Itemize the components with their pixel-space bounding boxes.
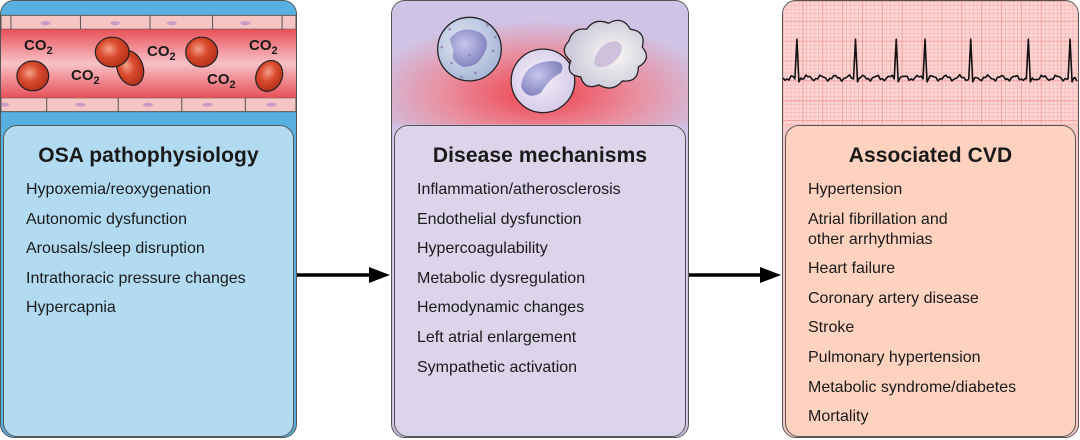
list-item: Pulmonary hypertension bbox=[808, 348, 981, 366]
list-item: Mortality bbox=[808, 408, 869, 426]
list-item: Hypercoagulability bbox=[417, 240, 548, 258]
co2-label: CO2 bbox=[24, 37, 53, 57]
list-item: Sympathetic activation bbox=[417, 358, 578, 376]
blood-vessel-illustration bbox=[1, 1, 296, 125]
co2-label: CO2 bbox=[249, 37, 278, 57]
co2-label: CO2 bbox=[147, 43, 176, 63]
red-blood-cell bbox=[94, 36, 130, 68]
list-item: Hypoxemia/reoxygenation bbox=[26, 181, 211, 198]
red-blood-cell bbox=[16, 60, 50, 92]
osa-item-list: Hypoxemia/reoxygenation Autonomic dysfun… bbox=[4, 180, 293, 318]
panel-associated-cvd: Associated CVD Hypertension Atrial fibri… bbox=[782, 0, 1079, 438]
list-item: Hypercapnia bbox=[26, 299, 116, 317]
list-item: Hypertension bbox=[808, 181, 903, 198]
panel-disease-mechanisms: Disease mechanisms Inflammation/atherosc… bbox=[391, 0, 689, 438]
right-arrow-icon bbox=[689, 267, 781, 283]
panel-title: OSA pathophysiology bbox=[38, 144, 259, 167]
red-blood-cell bbox=[255, 59, 284, 92]
co2-label: CO2 bbox=[207, 71, 236, 91]
mechanisms-text-box: Disease mechanisms Inflammation/atherosc… bbox=[394, 125, 686, 437]
list-item: Metabolic dysregulation bbox=[417, 269, 586, 287]
list-item: Inflammation/atherosclerosis bbox=[417, 181, 621, 198]
cvd-text-box: Associated CVD Hypertension Atrial fibri… bbox=[785, 125, 1076, 437]
list-item: Heart failure bbox=[808, 260, 896, 278]
list-item: Intrathoracic pressure changes bbox=[26, 269, 246, 287]
list-item: Endothelial dysfunction bbox=[417, 210, 582, 228]
cvd-item-list: Hypertension Atrial fibrillation and oth… bbox=[786, 180, 1075, 427]
list-item: Stroke bbox=[808, 319, 855, 337]
right-arrow-icon bbox=[297, 267, 390, 283]
ecg-illustration bbox=[783, 1, 1078, 125]
panel-osa-pathophysiology: CO2 CO2 CO2 CO2 CO2 OSA pathophysiology … bbox=[0, 0, 297, 438]
panel-title: Associated CVD bbox=[848, 144, 1013, 167]
list-item: Left atrial enlargement bbox=[417, 328, 577, 346]
ecg-trace bbox=[783, 38, 1078, 83]
neutrophil-cell bbox=[437, 16, 502, 82]
osa-text-box: OSA pathophysiology Hypoxemia/reoxygenat… bbox=[3, 125, 294, 437]
mechanisms-item-list: Inflammation/atherosclerosis Endothelial… bbox=[395, 180, 685, 378]
endothelial-cells bbox=[10, 15, 283, 112]
panel-title: Disease mechanisms bbox=[432, 144, 648, 167]
list-item: Atrial fibrillation and other arrhythmia… bbox=[808, 210, 948, 248]
red-blood-cell bbox=[185, 36, 219, 68]
list-item: Coronary artery disease bbox=[808, 289, 979, 307]
list-item: Autonomic dysfunction bbox=[26, 210, 187, 228]
monocyte-cell bbox=[510, 48, 576, 114]
macrophage-cell bbox=[563, 19, 648, 89]
ecg-grid bbox=[783, 1, 1078, 125]
list-item: Hemodynamic changes bbox=[417, 299, 585, 317]
list-item: Arousals/sleep disruption bbox=[26, 240, 205, 258]
co2-labels: CO2 CO2 CO2 CO2 CO2 bbox=[1, 1, 296, 125]
co2-label: CO2 bbox=[71, 67, 100, 87]
inflammatory-cells-illustration bbox=[392, 1, 688, 125]
list-item: Metabolic syndrome/diabetes bbox=[808, 378, 1017, 396]
